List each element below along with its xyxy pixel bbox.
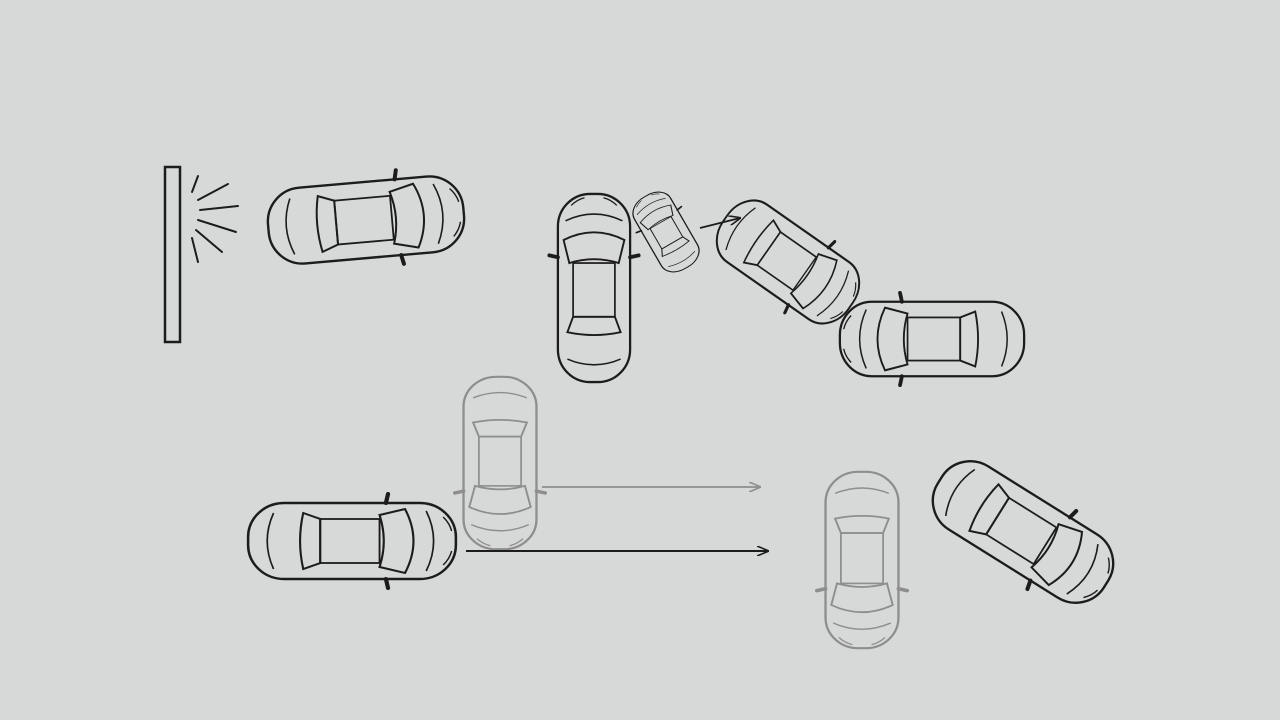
car-angled-impact [913,439,1133,625]
wall-barrier-icon [163,165,182,344]
car-small-tilted [621,182,711,282]
lane-change-group [248,374,1133,651]
ghost-car-vertical-left [452,374,548,552]
wall-collision-group [163,162,470,344]
car-right-end [837,290,1027,388]
car-vertical-struck [547,191,641,385]
chain-collision-group [547,180,1027,388]
car-hitting-wall [262,162,470,278]
impact-burst-icon [191,175,239,263]
ghost-car-vertical-right [814,469,910,651]
car-moving-right [248,494,456,588]
impact-direction-arrow [699,218,740,229]
